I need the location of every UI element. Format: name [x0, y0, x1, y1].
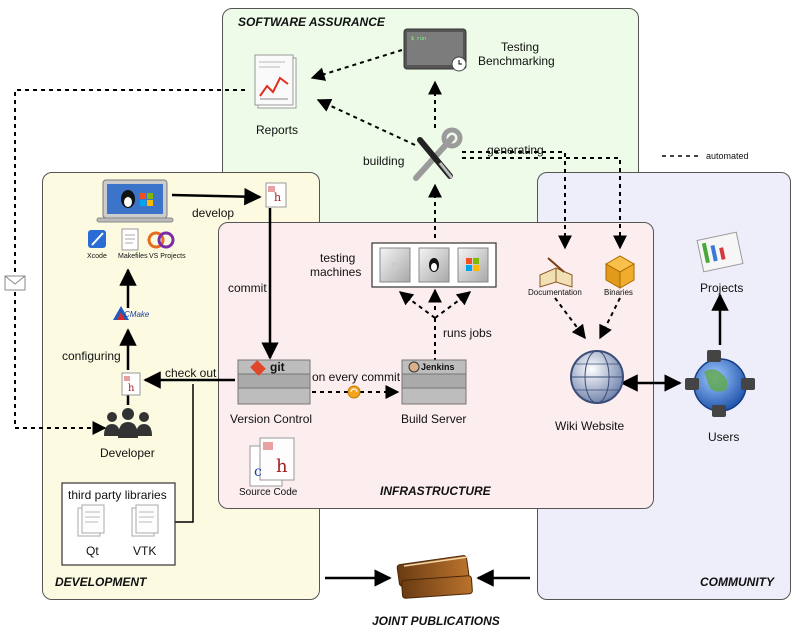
documentation-icon	[539, 257, 573, 288]
build-server-label: Build Server	[401, 412, 467, 426]
section-development: DEVELOPMENT	[55, 575, 147, 589]
git-server-icon	[237, 359, 311, 405]
refresh-icon	[347, 385, 361, 399]
runs-jobs-label: runs jobs	[443, 326, 492, 340]
configuring-label: configuring	[62, 349, 121, 363]
section-community: COMMUNITY	[700, 575, 774, 589]
projects-label: Projects	[700, 281, 744, 295]
users-globe-icon	[685, 350, 755, 417]
testing-machines-label-2: machines	[310, 265, 362, 279]
third-party-label: third party libraries	[68, 488, 167, 502]
version-control-label: Version Control	[230, 412, 313, 426]
xcode-label: Xcode	[87, 253, 107, 260]
svg-text:h: h	[274, 191, 281, 204]
qt-label: Qt	[86, 544, 99, 558]
automated-legend-label: automated	[706, 151, 749, 161]
arrow-develop	[171, 187, 262, 206]
source-code-icon: c h	[249, 437, 295, 487]
wiki-globe-icon	[570, 350, 624, 404]
reports-icon	[254, 54, 297, 109]
reports-label: Reports	[256, 123, 299, 137]
svg-text:h: h	[128, 383, 135, 394]
arrow-thirdparty	[175, 384, 194, 523]
section-software-assurance: SOFTWARE ASSURANCE	[238, 15, 385, 29]
binaries-icon	[604, 255, 636, 289]
binaries-label: Binaries	[604, 288, 633, 297]
email-icon	[4, 275, 26, 291]
mac-machine-icon	[379, 247, 411, 283]
makefiles-icon	[121, 228, 139, 251]
testing-label-1: Testing	[501, 40, 540, 54]
jenkins-logo-text: Jenkins	[421, 362, 455, 372]
arrow-generating-to-binaries	[462, 157, 627, 250]
linux-machine-icon	[418, 247, 450, 283]
developer-icon	[104, 408, 152, 438]
cmake-label: CMake	[124, 310, 150, 319]
generating-label: generating	[487, 143, 544, 157]
svg-text:c: c	[254, 464, 262, 480]
building-label: building	[363, 154, 405, 168]
windows-machine-icon	[457, 247, 489, 283]
developer-label: Developer	[100, 446, 155, 460]
cmake-icon	[113, 306, 129, 320]
vs-projects-icon	[147, 231, 175, 249]
laptop-icon	[96, 179, 174, 223]
commit-label: commit	[228, 281, 267, 295]
arrow-testing-to-reports	[310, 49, 403, 81]
vtk-doc-icon	[131, 504, 159, 537]
projects-icon	[696, 231, 744, 273]
arrow-generating-to-docs	[462, 151, 572, 250]
books-icon	[396, 555, 473, 599]
arrow-building-to-reports	[316, 98, 416, 146]
makefiles-label: Makefiles	[118, 253, 148, 260]
configure-file-icon: h	[121, 372, 141, 396]
section-infrastructure: INFRASTRUCTURE	[380, 484, 491, 498]
benchmarking-label: Benchmarking	[478, 54, 555, 68]
on-every-commit-label: on every commit	[312, 370, 401, 384]
git-logo-text: git	[270, 360, 285, 374]
vtk-label: VTK	[133, 544, 157, 558]
arrow-runs-jobs-left-head	[398, 291, 415, 306]
users-label: Users	[708, 430, 740, 444]
jenkins-server-icon	[401, 359, 467, 405]
header-file-icon: h	[265, 182, 287, 208]
wiki-website-label: Wiki Website	[555, 419, 625, 433]
develop-label: develop	[192, 206, 235, 220]
tools-icon	[413, 127, 463, 181]
arrow-reports-to-developer	[14, 89, 245, 435]
terminal-icon: $ run	[403, 28, 467, 72]
arrow-runs-jobs-right-head	[455, 291, 472, 306]
section-joint-publications: JOINT PUBLICATIONS	[372, 614, 500, 628]
svg-text:h: h	[276, 456, 288, 477]
xcode-icon	[88, 230, 106, 248]
qt-doc-icon	[77, 504, 105, 537]
arrow-binaries-to-wiki	[599, 297, 621, 340]
testing-machines-label-1: testing	[320, 251, 356, 265]
documentation-label: Documentation	[528, 288, 582, 297]
vs-projects-label: VS Projects	[149, 253, 186, 260]
source-code-label: Source Code	[239, 487, 298, 498]
arrow-docs-to-wiki	[554, 297, 586, 340]
svg-text:$ run: $ run	[411, 36, 426, 42]
check-out-label: check out	[165, 366, 217, 380]
